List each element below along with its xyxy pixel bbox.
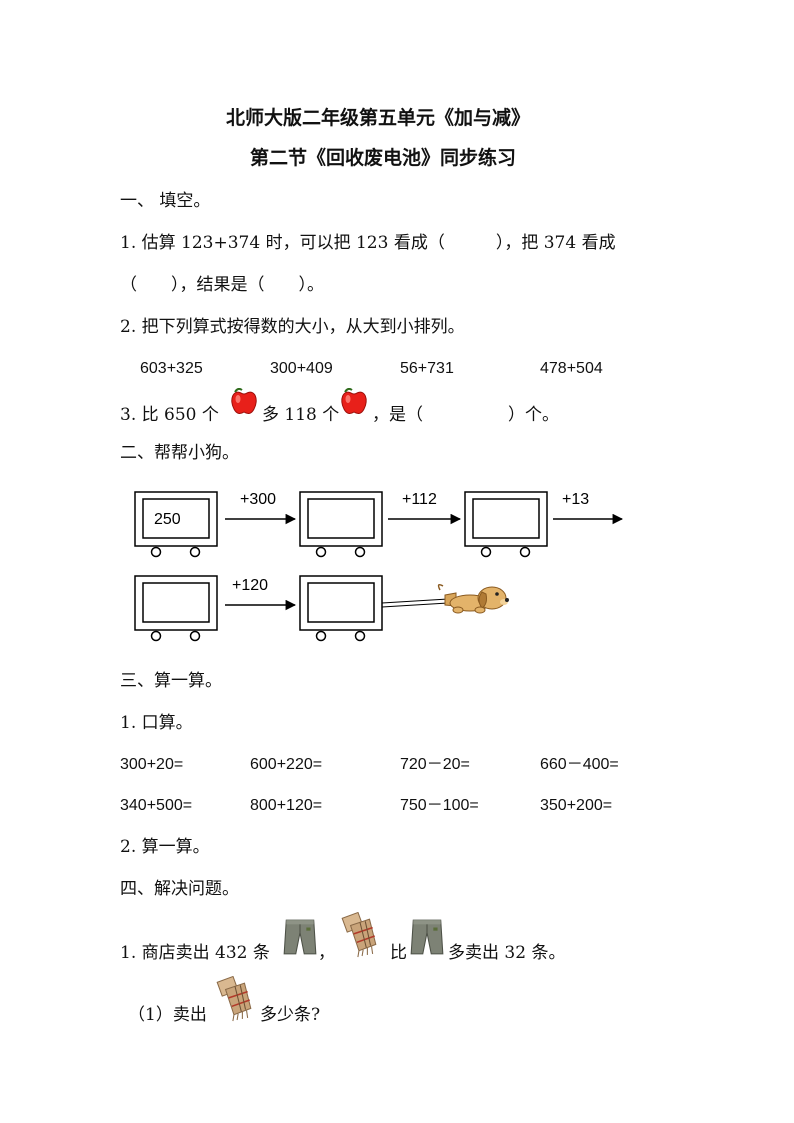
q3-part-b: 多 118 个 [262,405,340,425]
cart-5 [299,575,383,642]
oral-calc-item: 340+500= [120,797,193,814]
section-1-heading: 一、 填空。 [120,191,211,211]
oral-calc-item: 800+120= [250,797,323,814]
oral-calc-item: 600+220= [250,756,323,773]
q2-expression: 478+504 [540,360,603,377]
apple-icon [230,388,258,415]
title-line-1: 北师大版二年级第五单元《加与减》 [226,107,531,129]
problem-1-part-a: 1. 商店卖出 432 条 [120,943,270,963]
problem-1-part-c: 比 [390,943,407,963]
scarf-icon [341,912,377,958]
problem-1-part-d: 多卖出 32 条。 [448,943,566,963]
section-4-heading: 四、解决问题。 [120,879,239,899]
oral-calc-label: 1. 口算。 [120,713,193,733]
subquestion-1-part-a: （1）卖出 [128,1005,207,1025]
q2-text: 2. 把下列算式按得数的大小，从大到小排列。 [120,317,465,337]
oral-calc-item: 750－100= [400,797,479,814]
q2-expression: 300+409 [270,360,333,377]
oral-calc-item: 300+20= [120,756,184,773]
pants-icon [410,919,444,955]
op-label: +112 [402,491,437,508]
q2-expression: 603+325 [140,360,203,377]
oral-calc-item: 720－20= [400,756,470,773]
apple-icon [340,388,368,415]
subquestion-1-part-b: 多少条? [260,1005,321,1025]
dog-icon [437,583,509,614]
q2-expression: 56+731 [400,360,454,377]
cart-2 [299,491,383,558]
scarf-icon [216,976,252,1022]
q1-line-2: （ ），结果是（ ）。 [120,275,324,295]
cart-3 [464,491,548,558]
cart-4 [134,575,218,642]
problem-1-part-b: ， [318,943,335,963]
op-label: +13 [562,491,589,508]
section-3-heading: 三、算一算。 [120,671,222,691]
calc-label: 2. 算一算。 [120,837,210,857]
q1-line-1: 1. 估算 123+374 时，可以把 123 看成（ ），把 374 看成 [120,233,616,253]
title-line-2: 第二节《回收废电池》同步练习 [250,147,517,169]
pants-icon [283,919,317,955]
oral-calc-item: 350+200= [540,797,613,814]
op-label: +120 [232,577,268,594]
section-2-heading: 二、帮帮小狗。 [120,443,239,463]
q3-part-a: 3. 比 650 个 [120,405,219,425]
oral-calc-item: 660－400= [540,756,619,773]
cart-1: 250 [134,491,218,558]
cart-1-value: 250 [154,511,181,528]
q3-part-c: ，是（ ）个。 [372,405,559,425]
op-label: +300 [240,491,276,508]
train-diagram: 250 +300 +112 +13 +120 [134,491,624,642]
